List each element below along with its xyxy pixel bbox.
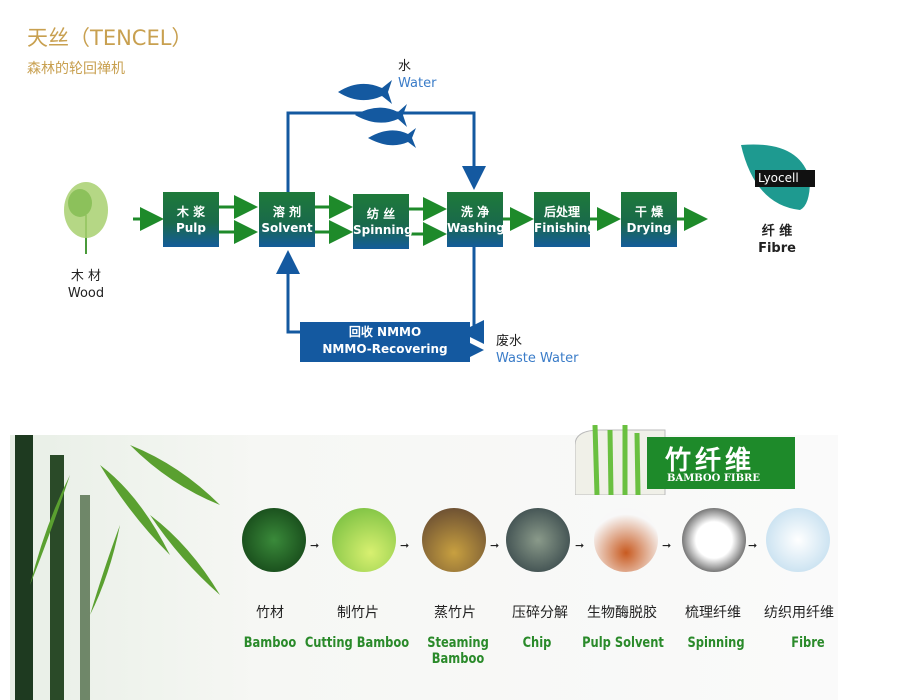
bamboo-step-en: Chip [522, 635, 552, 651]
bamboo-step-cn: 纺织用纤维 [764, 605, 834, 621]
page-title: 天丝（TENCEL） [27, 26, 193, 50]
bamboo-step-cn: 生物酶脱胶 [587, 605, 657, 621]
arrow-icon: ➞ [748, 539, 758, 552]
lyocell-leaf-icon [741, 144, 815, 210]
fibre-en: Fibre [758, 241, 796, 256]
arrow-icon: ➞ [400, 539, 410, 552]
bamboo-step-cn: 制竹片 [337, 605, 379, 621]
arrow-icon: ➞ [575, 539, 585, 552]
bamboo-step-en: Bamboo [243, 635, 297, 651]
banner-cn: 竹纤维 [665, 446, 756, 476]
fish-icon [338, 80, 416, 148]
bamboo-step-en: Steaming Bamboo [427, 635, 489, 667]
banner-en: BAMBOO FIBRE [667, 473, 760, 484]
bamboo-fibre-banner: 竹纤维 BAMBOO FIBRE [574, 424, 795, 496]
bamboo-step-en: Spinning [687, 635, 745, 651]
green-arrows [133, 195, 708, 246]
fibre-cn: 纤 维 [761, 224, 793, 239]
bamboo-stalks-icon [574, 424, 795, 496]
pulp-solvent-photo [594, 508, 658, 572]
bamboo-step-cn: 竹材 [256, 605, 284, 621]
wood-en: Wood [67, 286, 105, 301]
arrow-icon: ➞ [490, 539, 500, 552]
arrow-icon: ➞ [662, 539, 672, 552]
page-subtitle: 森林的轮回禅机 [27, 61, 125, 77]
bamboo-step-cn: 蒸竹片 [434, 605, 476, 621]
water-cn: 水 [398, 59, 412, 74]
spinning-photo [682, 508, 746, 572]
arrow-icon: ➞ [310, 539, 320, 552]
tree-icon [64, 182, 108, 254]
tencel-connectors [64, 80, 815, 362]
bamboo-photo [242, 508, 306, 572]
waste-cn: 废水 [496, 334, 523, 349]
steaming-bamboo-photo [422, 508, 486, 572]
bamboo-step-en: Fibre [791, 635, 825, 651]
bamboo-step-cn: 梳理纤维 [685, 605, 741, 621]
fibre-photo [766, 508, 830, 572]
wood-cn: 木 材 [70, 269, 102, 284]
bamboo-leaves-decoration [15, 435, 220, 700]
bamboo-step-cn: 压碎分解 [512, 605, 568, 621]
chip-photo [506, 508, 570, 572]
bamboo-step-en: Cutting Bamboo [304, 635, 410, 651]
bamboo-step-en: Pulp Solvent [582, 635, 664, 651]
lyocell-logo: Lyocell [758, 171, 799, 185]
cutting-bamboo-photo [332, 508, 396, 572]
waste-en: Waste Water [496, 351, 579, 366]
water-en: Water [398, 76, 437, 91]
